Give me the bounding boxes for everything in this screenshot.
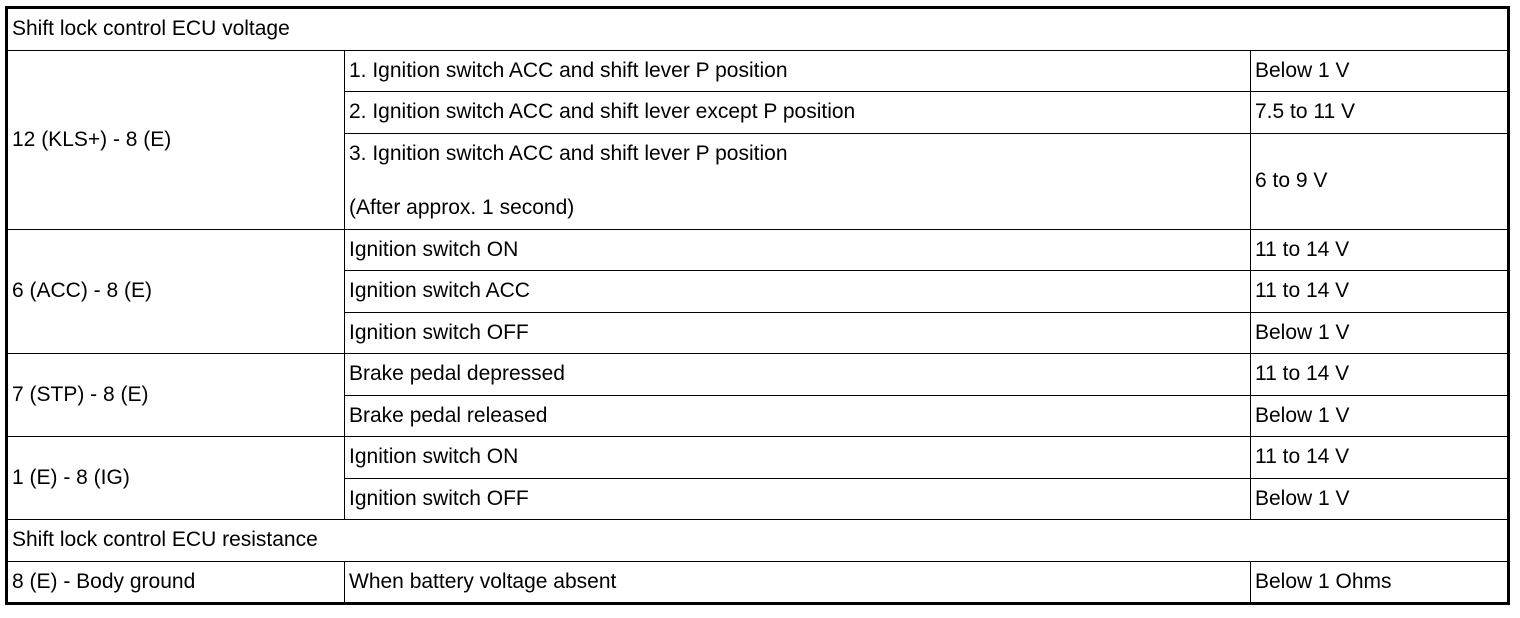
section-title: Shift lock control ECU resistance (5, 519, 1510, 562)
spec-cell: Below 1 V (1249, 477, 1510, 520)
terminal-cell: 8 (E) - Body ground (6, 560, 345, 604)
spec-cell: Below 1 Ohms (1249, 560, 1510, 604)
section-header-row: Shift lock control ECU voltage (5, 7, 1510, 51)
spec-cell: 6 to 9 V (1249, 132, 1510, 230)
section-title: Shift lock control ECU voltage (5, 7, 1510, 51)
condition-cell: 2. Ignition switch ACC and shift lever e… (344, 91, 1251, 134)
spec-cell: Below 1 V (1249, 394, 1510, 437)
terminal-cell: 1 (E) - 8 (IG) (6, 436, 345, 520)
spec-cell: 7.5 to 11 V (1249, 91, 1510, 134)
spec-cell: Below 1 V (1249, 311, 1510, 354)
spec-cell: 11 to 14 V (1249, 436, 1510, 479)
condition-cell: When battery voltage absent (344, 560, 1251, 604)
table-row: 7 (STP) - 8 (E) Brake pedal depressed 11… (6, 353, 1510, 437)
spec-cell: 11 to 14 V (1249, 270, 1510, 313)
condition-cell: Ignition switch ON (344, 228, 1251, 271)
spec-table: Shift lock control ECU voltage 12 (KLS+)… (5, 6, 1511, 605)
condition-cell: Ignition switch OFF (344, 311, 1251, 354)
spec-cell: 11 to 14 V (1249, 228, 1510, 271)
condition-cell: Ignition switch OFF (344, 477, 1251, 520)
table-row: 6 (ACC) - 8 (E) Ignition switch ON 11 to… (6, 228, 1510, 354)
terminal-cell: 6 (ACC) - 8 (E) (6, 228, 345, 354)
table-row: Ignition switch OFF Below 1 V (7, 477, 1510, 520)
condition-cell: Ignition switch ON (344, 436, 1251, 479)
condition-cell: 1. Ignition switch ACC and shift lever P… (344, 49, 1251, 92)
spec-cell: Below 1 V (1249, 49, 1510, 92)
condition-note: (After approx. 1 second) (349, 196, 575, 219)
condition-cell: Ignition switch ACC (344, 270, 1251, 313)
table-row: 1 (E) - 8 (IG) Ignition switch ON 11 to … (6, 436, 1510, 520)
table-row: 3. Ignition switch ACC and shift lever P… (7, 132, 1510, 230)
terminal-cell: 7 (STP) - 8 (E) (6, 353, 345, 437)
section-header-row: Shift lock control ECU resistance (5, 519, 1510, 562)
condition-cell: 3. Ignition switch ACC and shift lever P… (344, 132, 1251, 230)
condition-cell: Brake pedal released (344, 394, 1251, 437)
table-row: 8 (E) - Body ground When battery voltage… (6, 560, 1510, 604)
table-row: Ignition switch ACC 11 to 14 V (7, 270, 1510, 313)
condition-text: 3. Ignition switch ACC and shift lever P… (349, 142, 788, 165)
table-row: 12 (KLS+) - 8 (E) 1. Ignition switch ACC… (6, 49, 1510, 230)
terminal-cell: 12 (KLS+) - 8 (E) (6, 49, 345, 230)
condition-cell: Brake pedal depressed (344, 353, 1251, 396)
spec-cell: 11 to 14 V (1249, 353, 1510, 396)
table-row: 2. Ignition switch ACC and shift lever e… (7, 91, 1510, 134)
table-row: Ignition switch OFF Below 1 V (7, 311, 1510, 354)
